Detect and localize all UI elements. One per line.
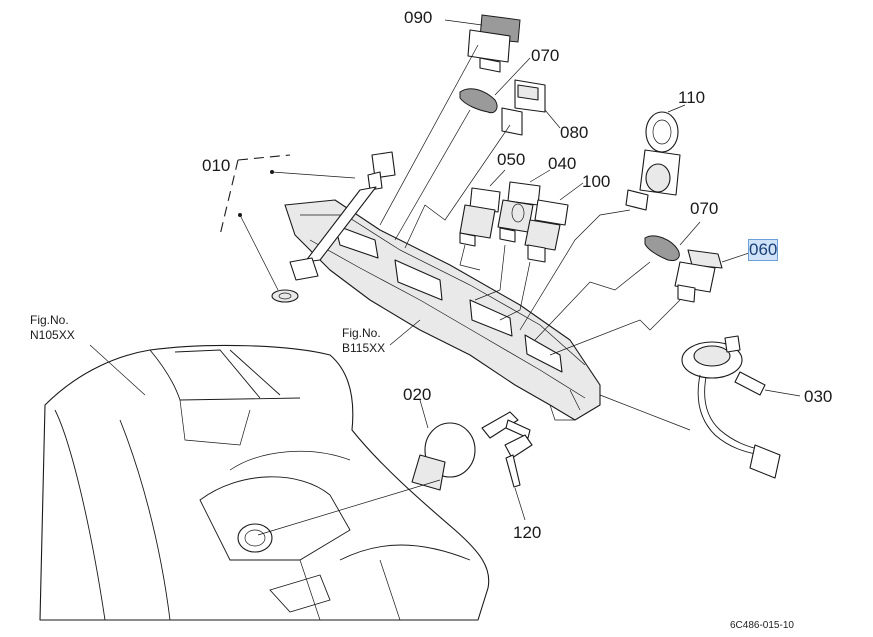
callout-090[interactable]: 090 [404, 8, 433, 27]
figref-b115[interactable]: Fig.No. B115XX [342, 326, 385, 356]
callout-050[interactable]: 050 [497, 150, 526, 169]
part-080-switch [501, 79, 561, 136]
part-020-ignition [411, 399, 476, 491]
panel-bracket [284, 199, 601, 421]
part-060-switch [674, 249, 753, 303]
callout-070-upper[interactable]: 070 [531, 46, 560, 65]
figref-n105[interactable]: Fig.No. N105XX [30, 313, 75, 343]
part-120-keys [481, 411, 533, 521]
dash-cowling [39, 344, 490, 621]
callout-010[interactable]: 010 [202, 156, 231, 175]
callout-120[interactable]: 120 [513, 523, 542, 542]
part-070-gasket-right [644, 221, 701, 261]
part-010-screw [219, 151, 396, 303]
figref-b115-line1: Fig.No. [342, 326, 381, 340]
part-070-gasket-upper [459, 57, 531, 114]
leader-lines [89, 44, 691, 536]
part-110-socket [625, 104, 686, 211]
callout-110[interactable]: 110 [678, 88, 706, 107]
part-040-switch [497, 169, 551, 243]
figref-n105-line1: Fig.No. [30, 313, 69, 327]
part-090-switch [444, 14, 521, 73]
callout-020[interactable]: 020 [403, 385, 432, 404]
figref-b115-line2: B115XX [342, 341, 386, 355]
callout-030[interactable]: 030 [804, 387, 833, 406]
callout-070-right[interactable]: 070 [690, 199, 719, 218]
part-030-harness [681, 335, 801, 479]
callout-080[interactable]: 080 [560, 123, 589, 142]
part-050-switch [459, 169, 506, 247]
figref-n105-line2: N105XX [30, 328, 75, 342]
part-100-switch [524, 182, 584, 263]
drawing-code: 6C486-015-10 [730, 620, 794, 631]
callout-040[interactable]: 040 [548, 154, 577, 173]
callout-060[interactable]: 060 [747, 239, 779, 261]
callout-100[interactable]: 100 [582, 172, 611, 191]
